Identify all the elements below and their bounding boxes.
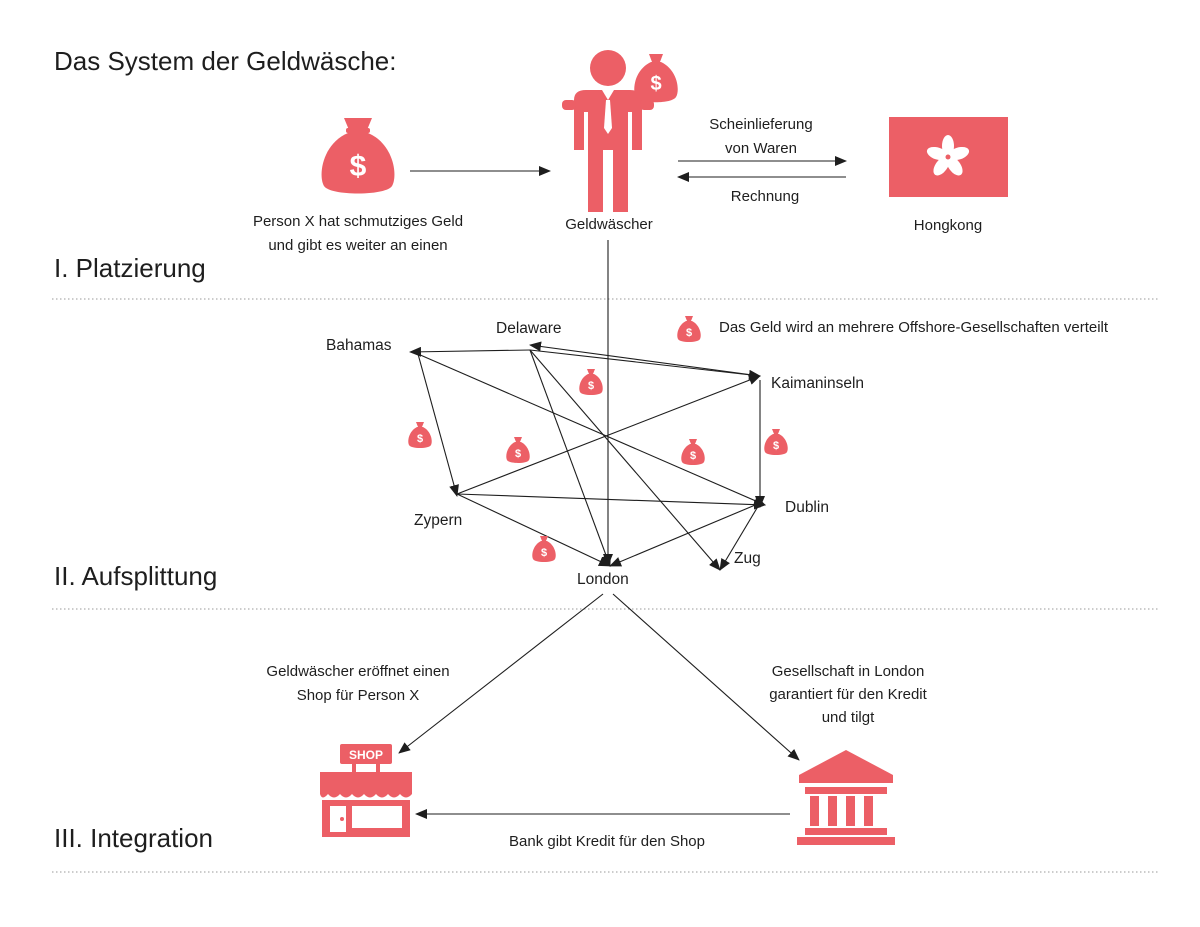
offshore-network bbox=[409, 341, 766, 571]
money-bag-icon: $ bbox=[764, 429, 788, 455]
edge bbox=[719, 502, 761, 571]
arrow-london-to-bank bbox=[612, 593, 800, 761]
node-london: London bbox=[577, 571, 629, 588]
businessman-icon bbox=[562, 50, 654, 212]
svg-text:$: $ bbox=[686, 327, 692, 339]
node-bahamas: Bahamas bbox=[326, 337, 392, 354]
edge bbox=[529, 341, 761, 377]
node-dublin: Dublin bbox=[785, 499, 829, 516]
edge bbox=[417, 353, 459, 497]
edge bbox=[529, 349, 761, 380]
edge bbox=[529, 349, 611, 567]
svg-text:$: $ bbox=[690, 450, 696, 462]
bank-credit-label: Bank gibt Kredit für den Shop bbox=[509, 833, 705, 850]
node-zypern: Zypern bbox=[414, 512, 462, 529]
node-delaware: Delaware bbox=[496, 320, 561, 337]
money-bag-icon: $ bbox=[677, 316, 701, 342]
fake-delivery-line1: Scheinlieferung bbox=[709, 116, 812, 133]
person-text-line1: Person X hat schmutziges Geld bbox=[253, 213, 463, 230]
money-bag-icon: $ bbox=[579, 369, 603, 395]
money-bag-icon: $ bbox=[408, 422, 432, 448]
money-bag-icon: $ bbox=[681, 439, 705, 465]
company-text-line2: garantiert für den Kredit bbox=[769, 686, 927, 703]
hongkong-label: Hongkong bbox=[914, 217, 982, 234]
company-text-line1: Gesellschaft in London bbox=[772, 663, 925, 680]
shop-icon: SHOP bbox=[320, 744, 412, 837]
money-bag-icon: $ bbox=[506, 437, 530, 463]
invoice-label: Rechnung bbox=[731, 188, 799, 205]
money-bag-icon: $ bbox=[321, 118, 395, 194]
svg-text:$: $ bbox=[650, 73, 661, 95]
edge bbox=[456, 493, 766, 510]
section-splitting: II. Aufsplittung bbox=[54, 561, 217, 591]
edge bbox=[409, 346, 531, 357]
shop-text-line2: Shop für Person X bbox=[297, 687, 420, 704]
money-bag-icon: $ bbox=[532, 536, 556, 562]
edge bbox=[456, 493, 611, 567]
launderer-label: Geldwäscher bbox=[565, 216, 653, 233]
edge bbox=[417, 353, 766, 506]
arrow-london-to-shop bbox=[398, 593, 604, 754]
section-integration: III. Integration bbox=[54, 823, 213, 853]
shop-sign: SHOP bbox=[349, 748, 383, 762]
money-bag-icon: $ bbox=[634, 54, 678, 103]
svg-text:$: $ bbox=[541, 547, 547, 559]
svg-text:$: $ bbox=[417, 433, 423, 445]
person-text-line2: und gibt es weiter an einen bbox=[268, 237, 447, 254]
page-title: Das System der Geldwäsche: bbox=[54, 46, 396, 76]
edge bbox=[609, 502, 761, 567]
fake-delivery-line2: von Waren bbox=[725, 140, 797, 157]
svg-text:$: $ bbox=[350, 150, 367, 183]
svg-text:$: $ bbox=[515, 448, 521, 460]
node-kaimaninseln: Kaimaninseln bbox=[771, 375, 864, 392]
section-placement: I. Platzierung bbox=[54, 253, 206, 283]
hongkong-flag-icon bbox=[889, 117, 1008, 197]
shop-text-line1: Geldwäscher eröffnet einen bbox=[266, 663, 449, 680]
node-zug: Zug bbox=[734, 550, 761, 567]
svg-text:$: $ bbox=[773, 440, 779, 452]
splitting-legend: Das Geld wird an mehrere Offshore-Gesell… bbox=[719, 319, 1109, 336]
svg-text:$: $ bbox=[588, 380, 594, 392]
bank-icon bbox=[797, 750, 895, 845]
company-text-line3: und tilgt bbox=[822, 709, 875, 726]
edge bbox=[456, 375, 761, 495]
